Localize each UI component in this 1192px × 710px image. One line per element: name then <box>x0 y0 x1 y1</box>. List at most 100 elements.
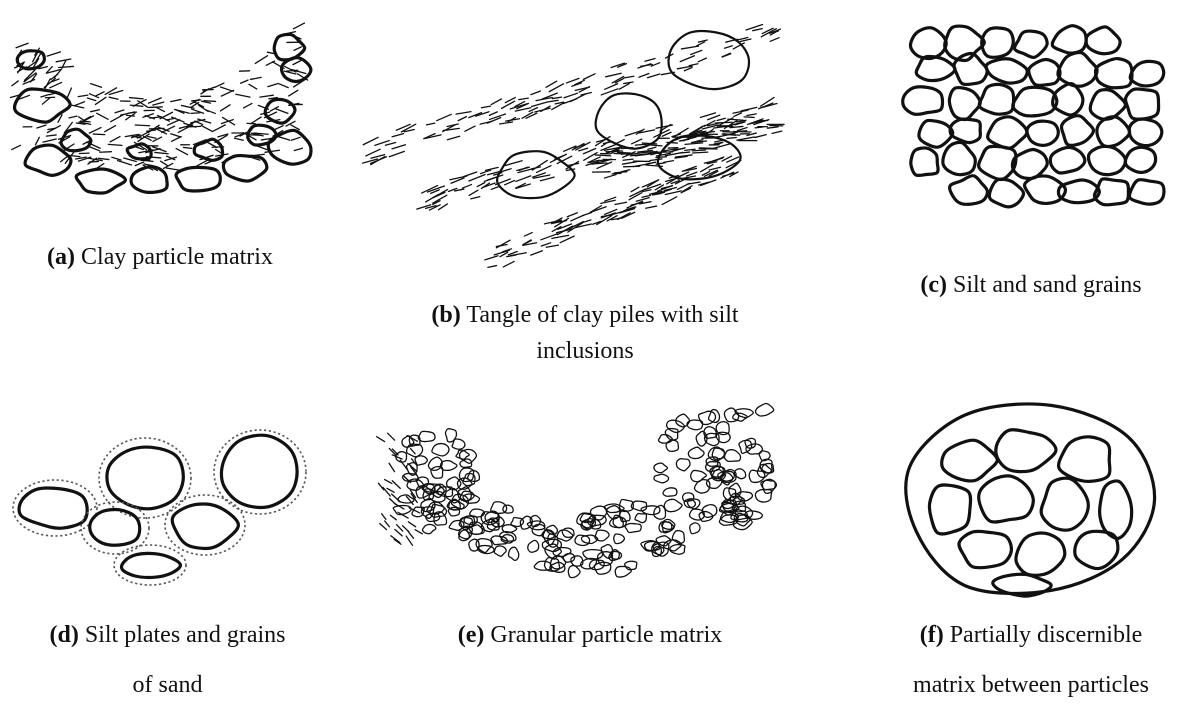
clay-pile-flake <box>392 145 405 149</box>
clay-pile-flake <box>541 234 557 240</box>
caption-e-text: Granular particle matrix <box>490 622 722 648</box>
clay-flake <box>105 126 116 132</box>
clay-pile-flake <box>546 81 557 87</box>
clay-pile-flake <box>631 187 639 192</box>
clay-flake <box>130 105 142 106</box>
granule <box>452 439 465 449</box>
clay-pile-flake <box>755 127 763 128</box>
clay-flake <box>388 433 395 440</box>
caption-a-letter: (a) <box>47 244 75 270</box>
caption-f-text-line2: matrix between particles <box>870 660 1192 710</box>
clay-piles-silt-inclusions-figure <box>360 0 800 280</box>
granule <box>428 457 442 470</box>
clay-flake <box>89 161 98 162</box>
caption-c: (c) Silt and sand grains <box>870 267 1192 303</box>
clay-pile-flake <box>650 159 662 161</box>
granule <box>664 499 682 511</box>
clay-flake <box>156 107 165 111</box>
clay-flake <box>195 121 203 124</box>
clay-pile-flake <box>753 29 762 31</box>
clay-pile-flake <box>737 137 754 140</box>
clay-pile-flake <box>471 197 480 199</box>
granule <box>595 530 609 541</box>
particle <box>1041 478 1088 530</box>
clay-pile-flake <box>681 46 698 49</box>
granule <box>635 514 646 523</box>
sand-grain <box>1015 31 1048 57</box>
clay-pile-flake <box>656 157 667 158</box>
clay-pile-flake <box>601 200 615 203</box>
particle <box>1100 481 1132 538</box>
clay-pile-flake <box>531 251 543 255</box>
granule <box>654 463 667 472</box>
clay-pile-flake <box>458 117 466 121</box>
clay-flake <box>377 437 385 442</box>
clay-flake <box>149 128 164 129</box>
clay-pile-flake <box>701 165 713 172</box>
clay-flake <box>43 139 56 142</box>
clay-pile-flake <box>477 183 485 187</box>
clay-pile-flake <box>462 185 471 188</box>
clay-flake <box>255 56 267 64</box>
sand-grain <box>172 504 238 548</box>
clay-pile-flake <box>638 64 651 68</box>
silt-inclusion <box>669 31 749 89</box>
clay-flake <box>260 95 273 97</box>
clay-flake <box>100 152 112 153</box>
clay-pile-flake <box>604 175 616 179</box>
clay-pile-flake <box>487 175 503 180</box>
clay-pile-flake <box>647 74 659 78</box>
particle <box>979 476 1034 522</box>
caption-b-text-line2: inclusions <box>350 333 820 369</box>
clay-flake <box>385 480 392 484</box>
sand-grain <box>950 176 988 205</box>
silt-plate-halo <box>99 438 191 518</box>
clay-pile-flake <box>581 92 591 95</box>
silt-inclusion <box>497 151 575 198</box>
clay-flake <box>97 113 108 119</box>
particle <box>1016 533 1065 575</box>
caption-b-text: Tangle of clay piles with silt <box>466 302 738 328</box>
clay-pile-flake <box>531 91 541 95</box>
sand-grain <box>1013 87 1057 116</box>
clay-pile-flake <box>500 122 513 124</box>
granule <box>654 474 669 483</box>
clay-pile-flake <box>664 161 674 163</box>
grain <box>176 167 220 191</box>
clay-pile-flake <box>552 235 569 238</box>
clay-flake <box>265 150 279 152</box>
clay-flake <box>126 115 134 116</box>
clay-pile-flake <box>635 144 645 145</box>
clay-pile-flake <box>624 76 634 78</box>
clay-flake <box>155 152 168 153</box>
clay-pile-flake <box>486 167 499 170</box>
clay-pile-flake <box>692 150 705 151</box>
clay-flake <box>411 449 416 454</box>
silt-sand-grains-figure <box>885 0 1185 220</box>
clay-flake <box>41 95 49 97</box>
clay-flake <box>98 158 109 159</box>
particle <box>929 485 970 534</box>
sand-grain <box>1096 59 1132 88</box>
clay-flake <box>291 137 300 140</box>
grain <box>76 169 125 193</box>
clay-pile-flake <box>489 112 497 115</box>
clay-pile-flake <box>624 82 633 84</box>
caption-a: (a) Clay particle matrix <box>0 239 320 275</box>
sand-grain <box>950 119 980 143</box>
granule <box>418 431 435 441</box>
grain <box>15 89 71 122</box>
granule <box>528 540 539 552</box>
granule <box>509 547 519 560</box>
clay-pile-flake <box>616 140 624 144</box>
particle <box>996 430 1056 472</box>
partially-discernible-matrix-figure <box>890 400 1170 600</box>
clay-flake <box>397 525 403 531</box>
clay-pile-flake <box>701 180 716 185</box>
clay-flake <box>223 117 235 124</box>
sand-grain <box>911 148 938 176</box>
silt-plate-halo <box>214 430 306 514</box>
clay-flake <box>153 102 164 105</box>
silt-inclusion <box>596 93 662 148</box>
sand-grain <box>979 146 1016 179</box>
